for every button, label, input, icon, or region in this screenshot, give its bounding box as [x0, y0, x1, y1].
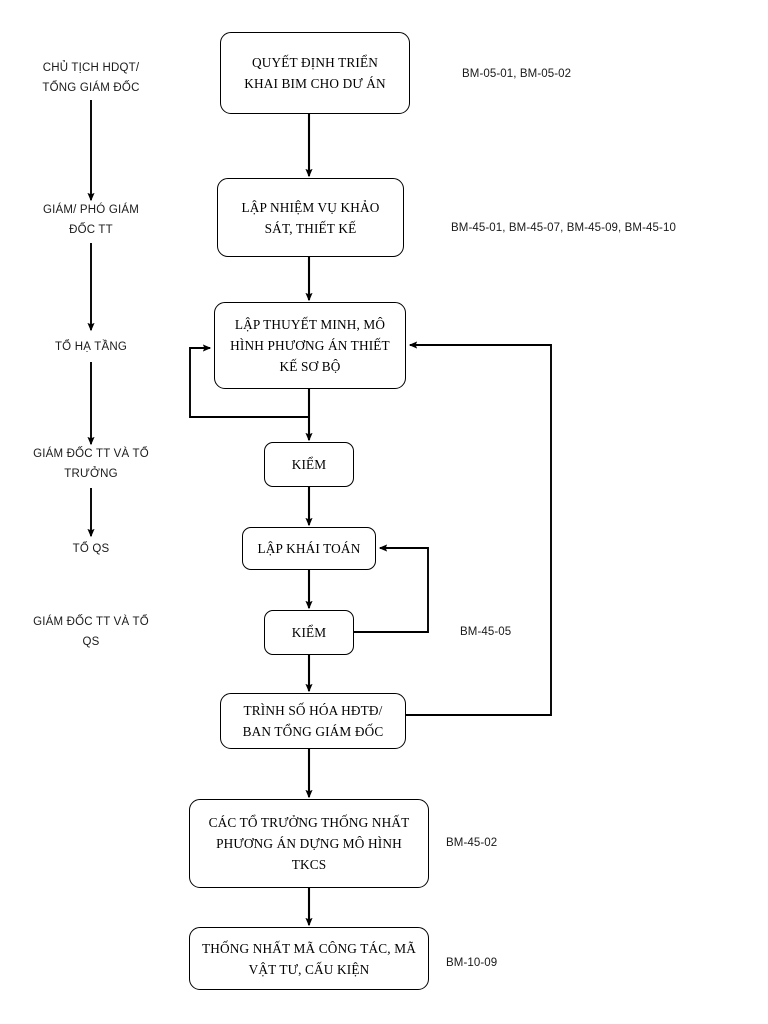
team-leaders-agreement[interactable]: CÁC TỔ TRƯỞNG THỐNG NHẤT PHƯƠNG ÁN DỰNG …	[189, 799, 429, 888]
role-label-4: GIÁM ĐỐC TT VÀ TỔ TRƯỞNG	[33, 448, 149, 480]
form-code-unify: BM-10-09	[446, 957, 498, 969]
role-label-3: TỔ HẠ TẦNG	[54, 341, 128, 353]
unify-codes[interactable]: THỐNG NHẤT MÃ CÔNG TÁC, MÃ VẬT TƯ, CẤU K…	[189, 927, 429, 990]
submit-digital-signature[interactable]: TRÌNH SỐ HÓA HĐTĐ/ BAN TỔNG GIÁM ĐỐC	[220, 693, 406, 749]
role-label-2: GIÁM/ PHÓ GIÁM ĐỐC TT	[42, 204, 140, 236]
form-code-decision: BM-05-01, BM-05-02	[462, 68, 572, 80]
check-design[interactable]: KIỂM	[264, 442, 354, 487]
role-label-1: CHỦ TỊCH HDQT/ TỔNG GIÁM ĐỐC	[42, 62, 140, 94]
form-code-leaders: BM-45-02	[446, 837, 498, 849]
feedback-loop-paths	[189, 341, 552, 716]
cost-estimate[interactable]: LẬP KHÁI TOÁN	[242, 527, 376, 570]
survey-design-task[interactable]: LẬP NHIỆM VỤ KHẢO SÁT, THIẾT KẾ	[217, 178, 404, 257]
form-code-survey: BM-45-01, BM-45-07, BM-45-09, BM-45-10	[451, 222, 676, 234]
form-code-estimate: BM-45-05	[460, 626, 512, 638]
role-label-5: TỔ QS	[72, 543, 110, 555]
feedback-estimate-rework	[354, 544, 429, 633]
decision-deploy-bim[interactable]: QUYẾT ĐỊNH TRIỂN KHAI BIM CHO DƯ ÁN	[220, 32, 410, 114]
role-label-6: GIÁM ĐỐC TT VÀ TỔ QS	[33, 616, 149, 648]
feedback-design-rework	[189, 344, 310, 418]
preliminary-design-model[interactable]: LẬP THUYẾT MINH, MÔ HÌNH PHƯƠNG ÁN THIẾT…	[214, 302, 406, 389]
check-estimate[interactable]: KIỂM	[264, 610, 354, 655]
feedback-approval-return	[406, 341, 552, 716]
